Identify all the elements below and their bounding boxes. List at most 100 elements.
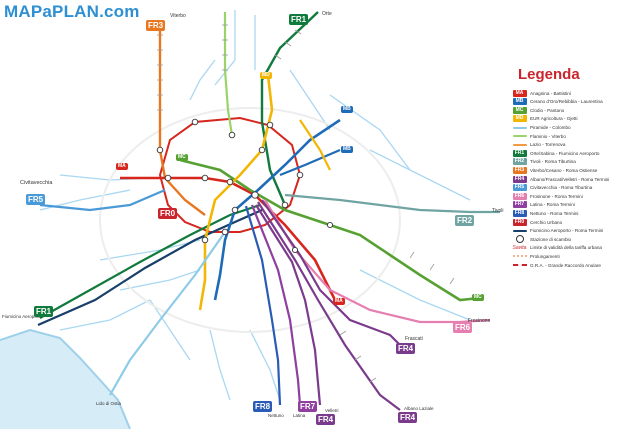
legend-symbol: FR7 xyxy=(512,201,527,209)
line-metro-b xyxy=(213,118,341,301)
legend-label: Tivoli - Roma Tiburtina xyxy=(530,159,576,165)
legend-symbol: MC xyxy=(512,106,527,114)
legend-label: Cerchio Urbano xyxy=(530,219,563,225)
legend-title: Legenda xyxy=(518,66,580,83)
legend-symbol-mark: FR4 xyxy=(512,175,527,183)
interchange-stations xyxy=(156,118,334,254)
legend-symbol-mark: MC xyxy=(512,106,527,114)
badge-fr4-velletri: FR4 xyxy=(316,414,336,425)
line-metro-a xyxy=(120,176,337,301)
badge-fr1-bottom: FR1 xyxy=(34,306,54,317)
legend-symbol-mark: FR7 xyxy=(512,201,527,209)
legend-label: Orte/Sabina - Fiumicino Aeroporto xyxy=(530,150,600,156)
line-metro-d-ext xyxy=(299,119,331,171)
legend-label: Stazione di scambio xyxy=(530,236,572,242)
legend-label: Flaminio - Viterbo xyxy=(530,133,566,139)
badge-fr6: FR6 xyxy=(453,322,473,333)
terminal-orte: Orte xyxy=(322,11,332,17)
coastline xyxy=(0,328,131,429)
legend-symbol-mark: Savita xyxy=(512,244,527,251)
legend-item: Piramide - Colombo xyxy=(512,123,638,131)
legend-label: Limite di validità della tariffa urbana xyxy=(530,245,602,251)
legend-symbol: FR4 xyxy=(512,175,527,183)
legend-label: Frosinone - Roma Termini xyxy=(530,193,583,199)
legend-label: Civitavecchia - Roma Tiburtina xyxy=(530,185,593,191)
legend-symbol: FR6 xyxy=(512,192,527,200)
line-fr2 xyxy=(284,193,500,214)
legend-symbol xyxy=(512,133,527,140)
line-fr3 xyxy=(158,20,206,216)
line-metro-b1 xyxy=(279,148,341,177)
legend-label: Clodio - Pantano xyxy=(530,107,565,113)
line-fr4-albano xyxy=(257,201,401,411)
legend-symbol xyxy=(512,262,527,269)
terminal-fiumicino: Fiumicino Aeroporto xyxy=(2,314,43,319)
badge-fr2: FR2 xyxy=(455,215,475,226)
sea-area xyxy=(0,330,130,429)
line-fr7 xyxy=(250,204,302,406)
line-fr4-frascati xyxy=(261,199,401,346)
legend-symbol-mark: MA xyxy=(512,89,527,97)
badge-metro-c-right: MC xyxy=(472,294,484,301)
legend-symbol-mark: FR3 xyxy=(512,166,527,174)
legend-symbol xyxy=(512,141,527,148)
line-fr0-ring xyxy=(158,116,302,233)
badge-metro-b-right: MB xyxy=(341,146,353,153)
legend-symbol-mark: MB xyxy=(512,98,527,106)
legend-item: Stazione di scambio xyxy=(512,235,638,244)
legend-label: Albano/Frascati/Velletri - Roma Termini xyxy=(530,176,610,182)
badge-metro-b-top: MB xyxy=(341,106,353,113)
legend-symbol-mark xyxy=(512,229,527,232)
terminal-viterbo: Viterbo xyxy=(170,13,186,19)
badge-metro-a-bottom: MA xyxy=(333,298,345,305)
legend-item: Fiumicino Aeroporto - Roma Termini xyxy=(512,227,638,235)
line-roma-viterbo xyxy=(223,12,234,136)
badge-fr0: FR0 xyxy=(158,208,178,219)
legend-symbol-mark xyxy=(512,126,527,129)
legend-symbol: MB xyxy=(512,98,527,106)
legend-symbol: Savita xyxy=(512,244,527,251)
line-roma-lido xyxy=(109,231,226,396)
terminal-frosinone: Frosinone xyxy=(468,318,490,324)
legend-symbol xyxy=(512,253,527,260)
terminal-albano: Albano Laziale xyxy=(404,406,434,411)
secondary-lines xyxy=(39,10,471,401)
legend-symbol: FR2 xyxy=(512,158,527,166)
legend-label: Piramide - Colombo xyxy=(530,125,571,131)
legend-symbol-mark: FR2 xyxy=(512,158,527,166)
legend-label: Cerano d'Oro/Rebibbia - Laurentina xyxy=(530,99,603,105)
terminal-frascati: Frascati xyxy=(405,336,423,342)
legend-item: Lazio - Torrenova xyxy=(512,141,638,149)
legend-symbol-mark: FR5 xyxy=(512,184,527,192)
terminal-civitavecchia: Civitavecchia xyxy=(20,180,53,186)
badge-fr5: FR5 xyxy=(26,194,46,205)
badge-fr7: FR7 xyxy=(298,401,318,412)
badge-metro-d-top: MD xyxy=(260,72,272,79)
terminal-ostia: Lido di Ostia xyxy=(96,401,122,406)
mapaplan-logo: MAPaPLAN.com xyxy=(4,2,140,21)
legend-symbol-mark: FR0 xyxy=(512,218,527,226)
badge-fr8: FR8 xyxy=(253,401,273,412)
legend-symbol: FR8 xyxy=(512,209,527,217)
legend-item: G.R.A. - Grande Raccordo Anulare xyxy=(512,261,638,269)
legend-item: Flaminio - Viterbo xyxy=(512,132,638,140)
terminal-tivoli: Tivoli xyxy=(492,208,503,214)
legend-symbol: MA xyxy=(512,89,527,97)
terminal-nettuno: Nettuno xyxy=(268,413,284,418)
legend-label: EUR Agricoltura - Ojetti xyxy=(530,116,578,122)
line-metro-d xyxy=(198,74,274,311)
